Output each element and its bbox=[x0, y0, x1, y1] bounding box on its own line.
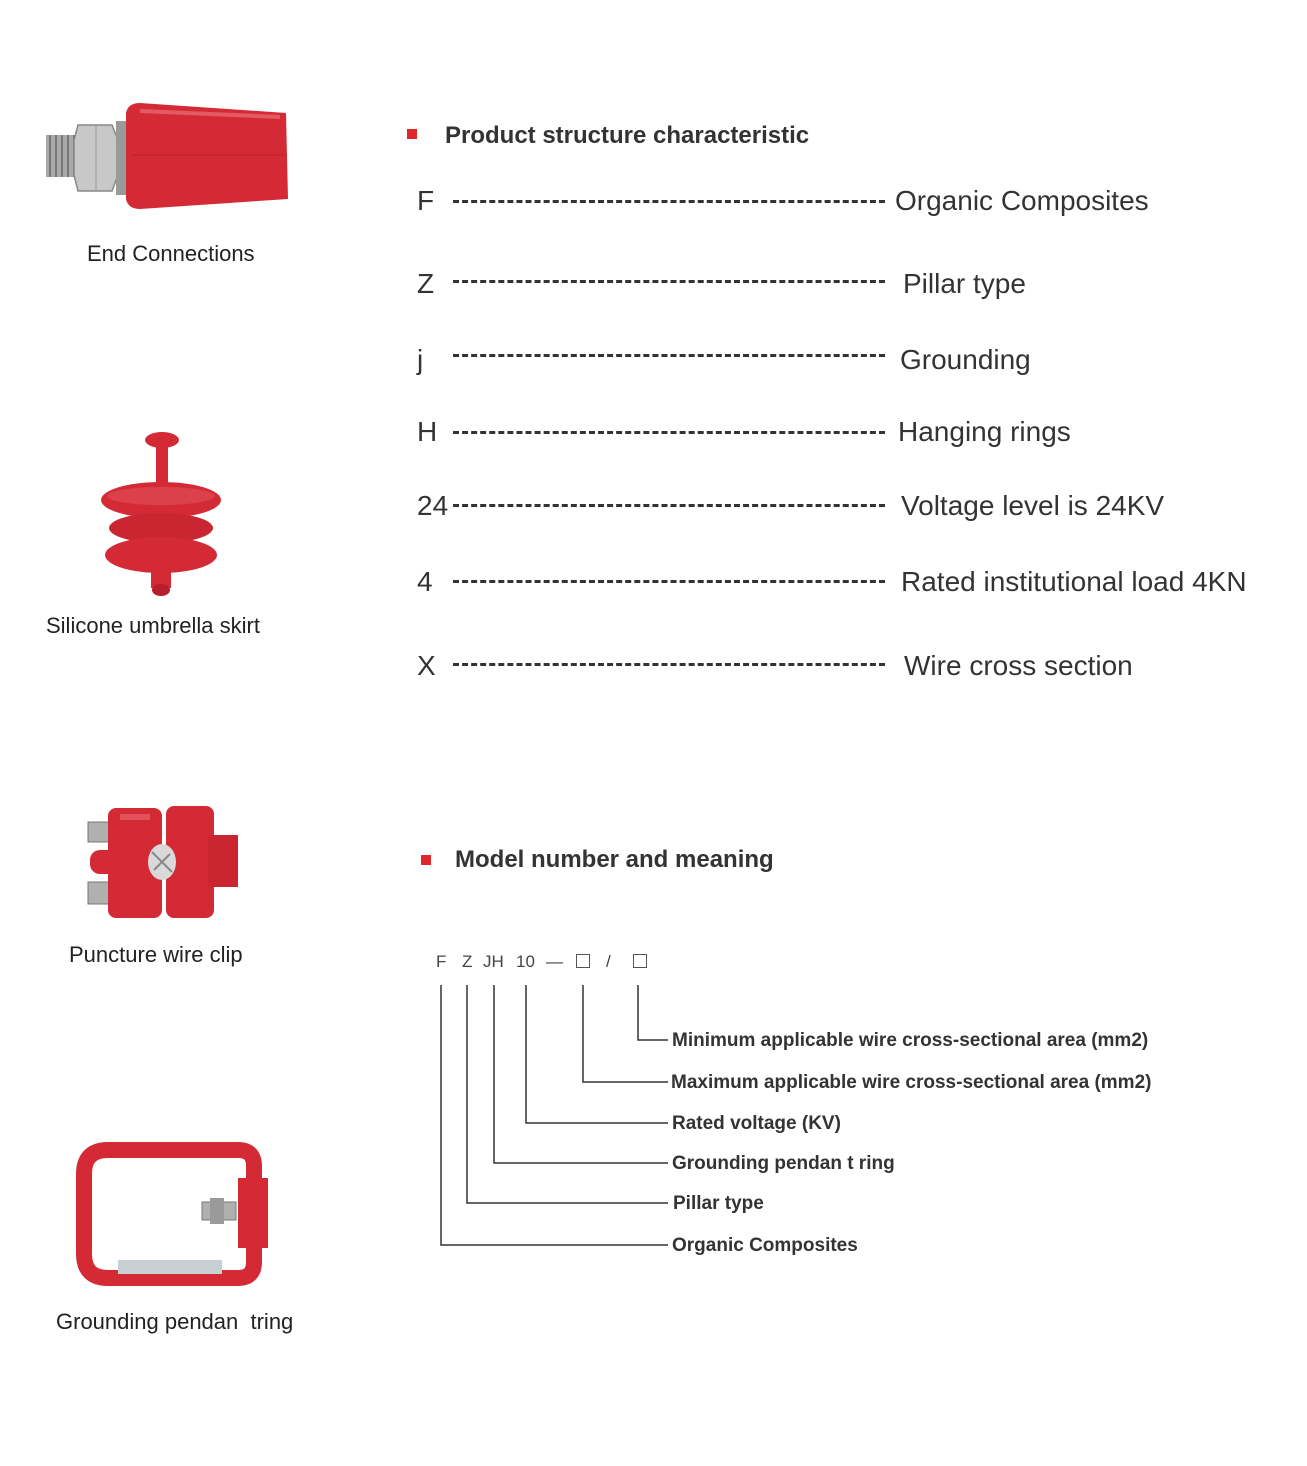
meaning-f: Organic Composites bbox=[895, 185, 1149, 216]
model-char-f: F bbox=[436, 952, 447, 971]
structure-title: Product structure characteristic bbox=[445, 122, 810, 149]
model-title: Model number and meaning bbox=[455, 846, 774, 873]
grounding-ring-caption: Grounding pendan tring bbox=[56, 1309, 294, 1334]
model-char-z: Z bbox=[462, 952, 473, 971]
model-box-max bbox=[576, 954, 590, 968]
meaning-z: Pillar type bbox=[903, 268, 1026, 299]
meaning-j: Grounding bbox=[900, 344, 1031, 375]
model-char-slash: / bbox=[606, 952, 611, 971]
section-bullet bbox=[421, 855, 431, 865]
umbrella-skirt-image bbox=[95, 430, 235, 605]
meaning-h: Hanging rings bbox=[898, 416, 1071, 447]
desc-pillar-type: Pillar type bbox=[673, 1193, 764, 1214]
desc-grounding-ring: Grounding pendan t ring bbox=[672, 1153, 895, 1174]
dash-leader bbox=[453, 200, 885, 203]
model-char-dash: — bbox=[546, 952, 563, 971]
desc-max-area: Maximum applicable wire cross-sectional … bbox=[671, 1072, 1152, 1093]
end-connections-caption: End Connections bbox=[87, 241, 255, 266]
puncture-clip-caption: Puncture wire clip bbox=[69, 942, 243, 967]
model-char-jh: JH bbox=[483, 952, 504, 971]
code-h: H bbox=[417, 416, 438, 447]
meaning-4: Rated institutional load 4KN bbox=[901, 566, 1247, 597]
code-x: X bbox=[417, 650, 436, 681]
end-connection-image bbox=[40, 95, 310, 225]
dash-leader bbox=[453, 280, 885, 283]
model-box-min bbox=[633, 954, 647, 968]
desc-min-area: Minimum applicable wire cross-sectional … bbox=[672, 1030, 1149, 1051]
meaning-24: Voltage level is 24KV bbox=[901, 490, 1165, 521]
desc-organic-composites: Organic Composites bbox=[672, 1235, 858, 1256]
dash-leader bbox=[453, 504, 885, 507]
umbrella-skirt-caption: Silicone umbrella skirt bbox=[46, 613, 260, 638]
dash-leader bbox=[453, 663, 885, 666]
meaning-x: Wire cross section bbox=[904, 650, 1133, 681]
code-f: F bbox=[417, 185, 435, 216]
puncture-clip-image bbox=[80, 800, 245, 925]
model-char-10: 10 bbox=[516, 952, 535, 971]
grounding-ring-image bbox=[76, 1142, 273, 1287]
section-bullet bbox=[407, 129, 417, 139]
dash-leader bbox=[453, 431, 885, 434]
code-j: j bbox=[417, 344, 424, 375]
dash-leader bbox=[453, 354, 885, 357]
code-24: 24 bbox=[417, 490, 449, 521]
code-z: Z bbox=[417, 268, 435, 299]
code-4: 4 bbox=[417, 566, 433, 597]
desc-rated-voltage: Rated voltage (KV) bbox=[672, 1113, 841, 1134]
dash-leader bbox=[453, 580, 885, 583]
